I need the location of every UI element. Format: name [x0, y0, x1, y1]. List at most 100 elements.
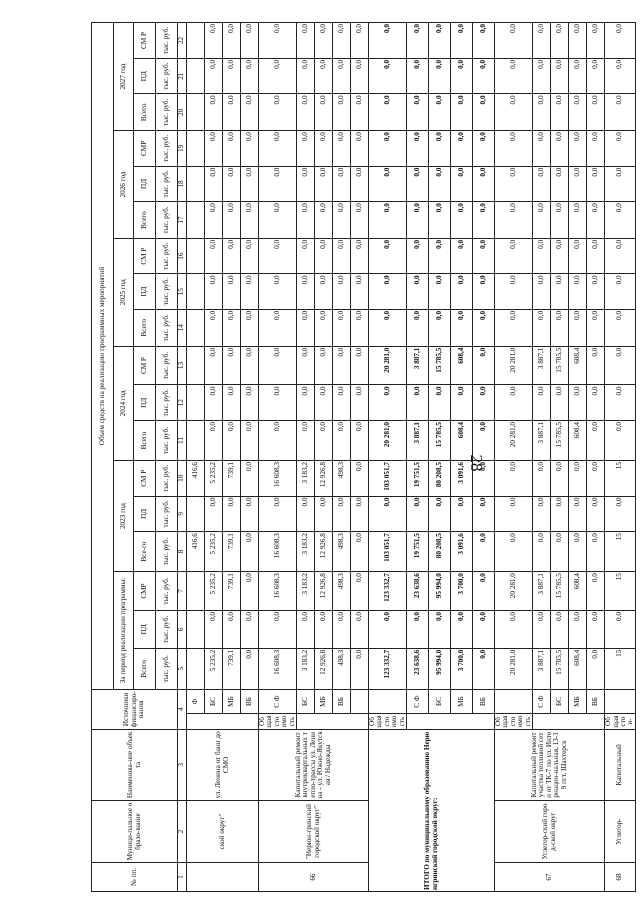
value-cell: 0,0: [368, 610, 407, 649]
value-cell: [186, 130, 205, 167]
value-cell: 0,0: [568, 496, 587, 532]
value-cell: 0,0: [222, 93, 241, 131]
value-cell: 0,0: [568, 460, 587, 497]
value-cell: 0,0: [368, 93, 407, 131]
value-cell: 0,0: [332, 93, 351, 131]
value-cell: 80 208,5: [428, 531, 451, 572]
value-cell: 0,0: [550, 273, 569, 310]
value-cell: 0,0: [258, 420, 297, 461]
value-cell: 0,0: [532, 201, 551, 239]
value-cell: 0,0: [532, 460, 551, 497]
value-cell: 0,0: [258, 273, 297, 310]
source-cell: [350, 689, 369, 714]
value-cell: 0,0: [450, 384, 473, 421]
col-no-header: № пп.: [91, 862, 178, 892]
value-cell: 0,0: [450, 22, 473, 59]
value-cell: 0,0: [550, 496, 569, 532]
row-number: [186, 862, 259, 892]
value-cell: 0,0: [314, 130, 333, 167]
value-cell: 0,0: [350, 496, 369, 532]
value-cell: 0,0: [604, 346, 636, 385]
value-cell: 0,0: [296, 22, 315, 59]
source-cell: Ф: [186, 689, 205, 714]
value-cell: 0,0: [350, 238, 369, 274]
subcol-header: СМ Р: [133, 460, 156, 497]
col-number: 11: [177, 420, 187, 461]
value-cell: 0,0: [240, 420, 259, 461]
value-cell: 0,0: [428, 238, 451, 274]
value-cell: 3 700,0: [450, 571, 473, 611]
subcol-header: СМР: [133, 130, 156, 167]
col-number: 8: [177, 531, 187, 572]
value-cell: 0,0: [406, 309, 429, 347]
value-cell: [186, 610, 205, 649]
source-cell: МБ: [568, 689, 587, 714]
subcol-header: ПД: [133, 166, 156, 202]
value-cell: 0,0: [472, 93, 495, 131]
value-cell: 20 281,0: [368, 346, 407, 385]
unit-header: тыс. руб.: [155, 238, 178, 274]
value-cell: 0,0: [586, 420, 605, 461]
value-cell: 0,0: [604, 610, 636, 649]
value-cell: 12 926,8: [314, 571, 333, 611]
municipality-cell: "Нерюн-гринский городской округ": [258, 800, 369, 863]
unit-header: тыс. руб.: [155, 496, 178, 532]
value-cell: 0,0: [532, 58, 551, 94]
unit-header: тыс. руб.: [155, 93, 178, 131]
value-cell: 0,0: [550, 460, 569, 497]
unit-header: тыс. руб.: [155, 420, 178, 461]
value-cell: 0,0: [258, 384, 297, 421]
value-cell: 3 887,1: [406, 346, 429, 385]
value-cell: 0,0: [472, 166, 495, 202]
value-cell: 0,0: [472, 309, 495, 347]
value-cell: 0,0: [204, 22, 223, 59]
value-cell: 15: [604, 531, 636, 572]
value-cell: 0,0: [472, 238, 495, 274]
total-cost-label: Общая стоимость: [368, 713, 407, 730]
value-cell: 0,0: [350, 201, 369, 239]
value-cell: 0,0: [450, 273, 473, 310]
value-cell: 0,0: [472, 22, 495, 59]
value-cell: [186, 346, 205, 385]
value-cell: 3 887,1: [532, 571, 551, 611]
year-2027-header: 2027 год: [113, 22, 134, 131]
value-cell: 0,0: [550, 238, 569, 274]
value-cell: 0,0: [550, 384, 569, 421]
value-cell: 739,1: [222, 571, 241, 611]
in-that-label: в том числе:: [406, 713, 495, 730]
value-cell: [186, 93, 205, 131]
value-cell: 20 281,0: [494, 648, 533, 690]
value-cell: 739,1: [222, 460, 241, 497]
value-cell: 0,0: [350, 460, 369, 497]
subcol-header: ПД: [133, 610, 156, 649]
value-cell: 0,0: [604, 384, 636, 421]
value-cell: 0,0: [222, 130, 241, 167]
source-cell: С Ф: [406, 689, 429, 714]
source-cell: ВБ: [240, 689, 259, 714]
value-cell: 739,1: [222, 531, 241, 572]
value-cell: 16 608,3: [258, 571, 297, 611]
year-2026-header: 2026 год: [113, 130, 134, 239]
value-cell: 0,0: [222, 610, 241, 649]
value-cell: 15: [604, 571, 636, 611]
value-cell: 0,0: [586, 531, 605, 572]
value-cell: 0,0: [494, 130, 533, 167]
value-cell: 0,0: [406, 201, 429, 239]
value-cell: 5 235,2: [204, 531, 223, 572]
total-cost-label: Общая стоимость: [258, 713, 297, 730]
value-cell: 23 638,6: [406, 648, 429, 690]
value-cell: 0,0: [258, 496, 297, 532]
col-number: 6: [177, 610, 187, 649]
unit-header: тыс. руб.: [155, 571, 178, 611]
value-cell: 0,0: [350, 130, 369, 167]
value-cell: 0,0: [296, 346, 315, 385]
value-cell: 0,0: [240, 130, 259, 167]
value-cell: 0,0: [350, 420, 369, 461]
value-cell: 3 183,2: [296, 460, 315, 497]
row-number: 68: [604, 862, 636, 892]
value-cell: 0,0: [240, 93, 259, 131]
value-cell: 0,0: [332, 130, 351, 167]
in-that-text: в том числе:: [434, 714, 468, 716]
value-cell: 0,0: [604, 496, 636, 532]
value-cell: 0,0: [586, 58, 605, 94]
